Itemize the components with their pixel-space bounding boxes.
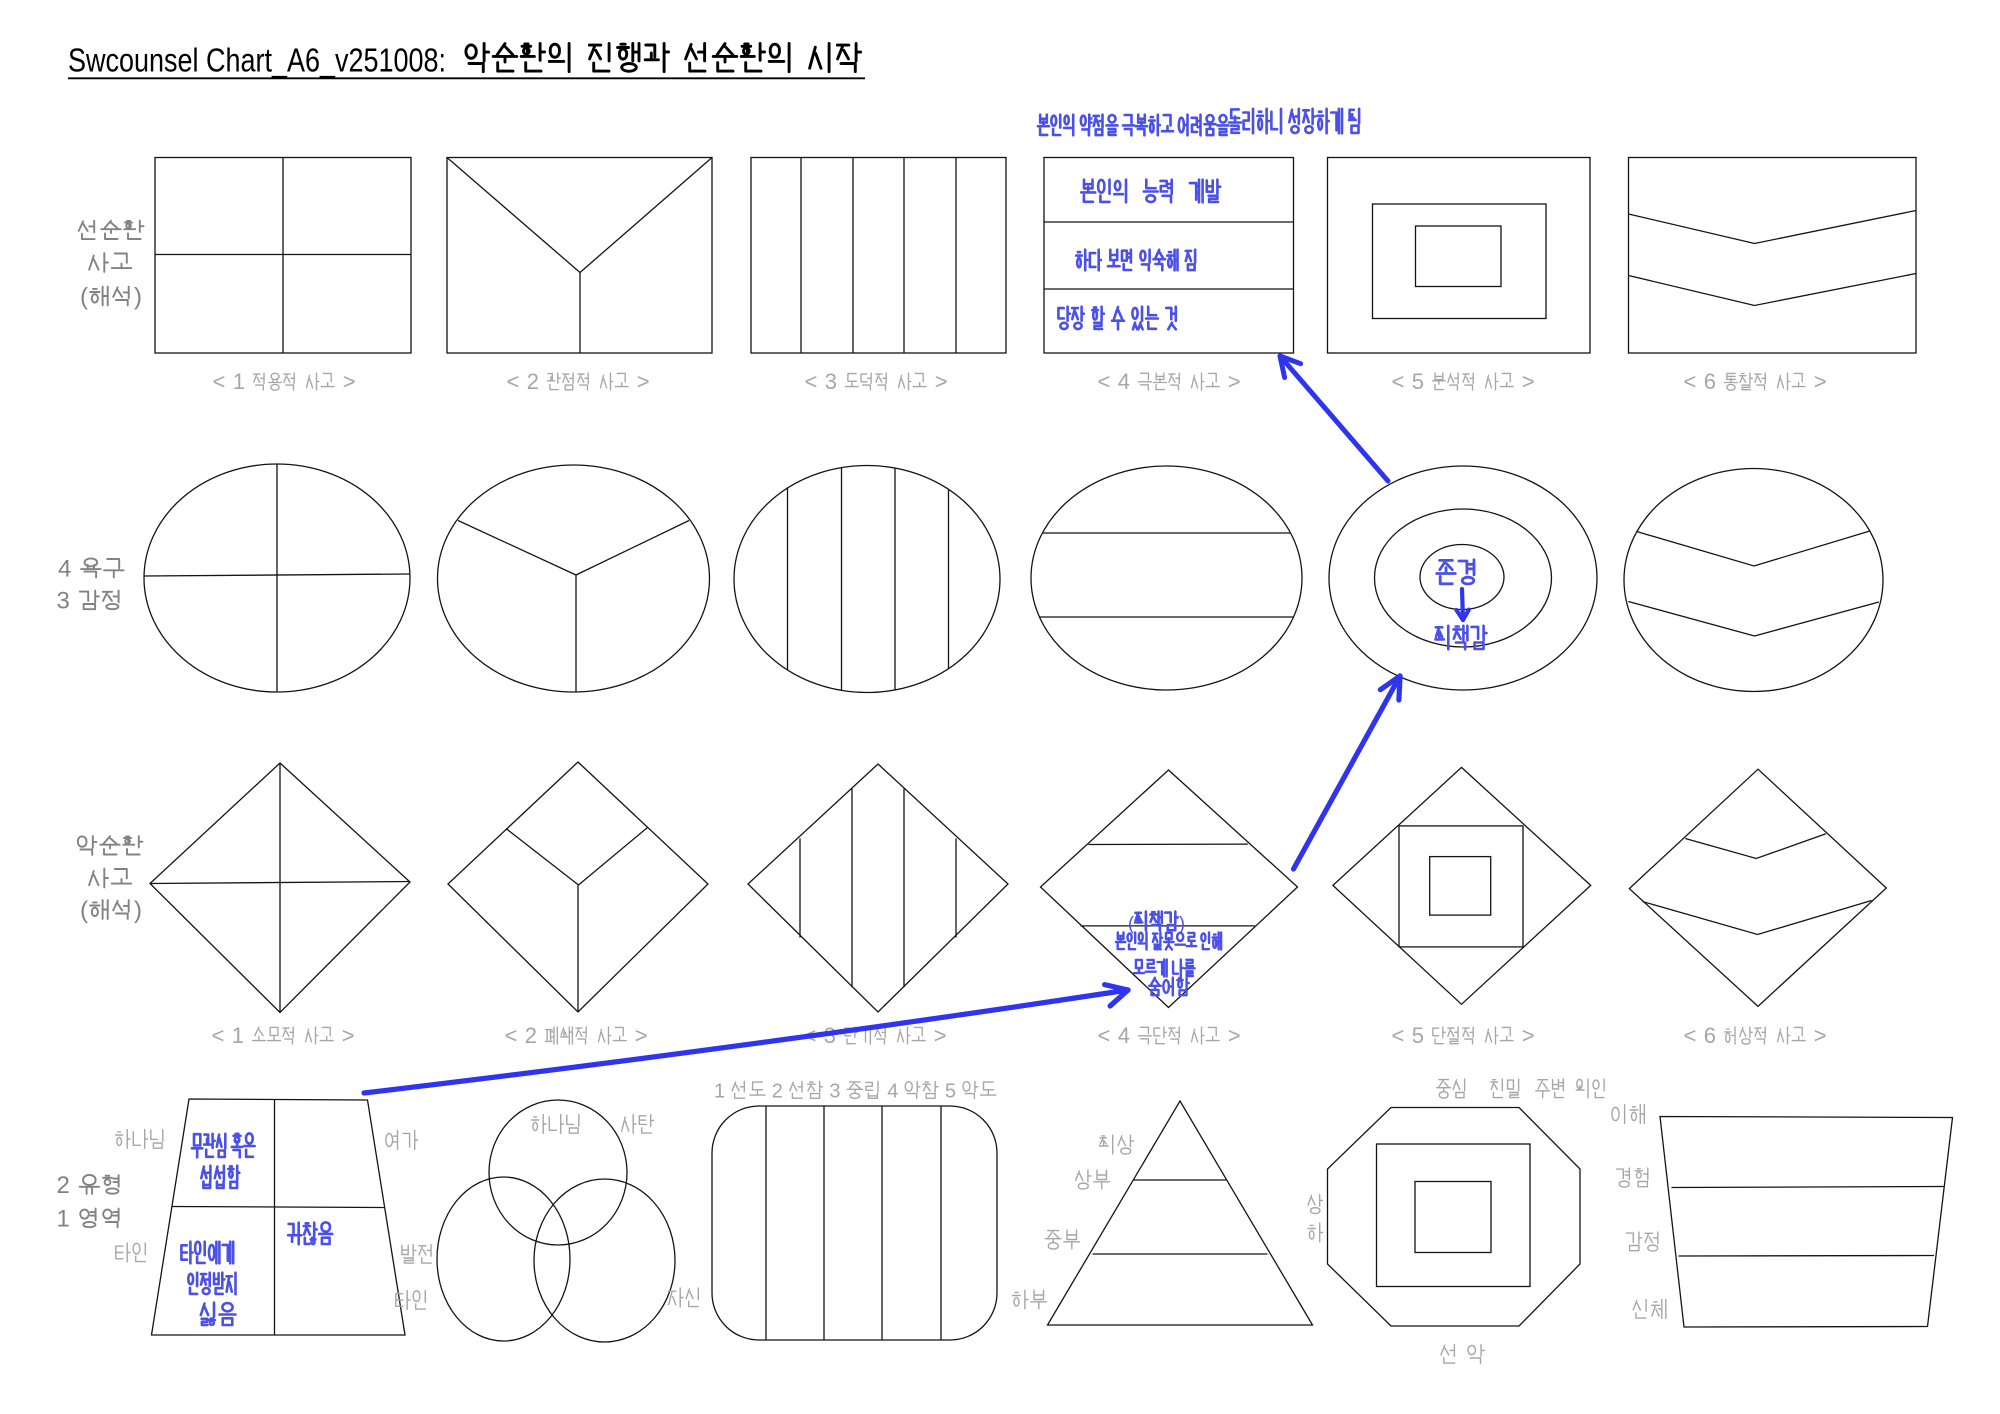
- svg-text:4: 4: [1118, 1023, 1130, 1048]
- svg-text:3: 3: [829, 1081, 840, 1103]
- svg-text:>: >: [637, 369, 650, 394]
- svg-text:<: <: [1392, 369, 1405, 394]
- svg-text:(: (: [80, 284, 88, 311]
- svg-text:2: 2: [527, 369, 539, 394]
- svg-text:(: (: [80, 897, 88, 924]
- svg-text:2: 2: [57, 1172, 70, 1199]
- svg-text:(: (: [1128, 914, 1134, 934]
- svg-text:>: >: [1814, 1023, 1827, 1048]
- svg-text:4: 4: [1118, 369, 1130, 394]
- svg-text:<: <: [1098, 369, 1111, 394]
- svg-text:<: <: [1098, 1023, 1111, 1048]
- svg-text:3: 3: [57, 588, 70, 615]
- svg-text:6: 6: [1704, 369, 1716, 394]
- svg-text:<: <: [1392, 1023, 1405, 1048]
- svg-text:>: >: [1522, 1023, 1535, 1048]
- svg-text:2: 2: [525, 1023, 537, 1048]
- svg-text:1: 1: [57, 1206, 70, 1233]
- svg-text:): ): [134, 897, 142, 924]
- svg-text:<: <: [212, 1023, 225, 1048]
- svg-text:>: >: [342, 1023, 355, 1048]
- svg-text:<: <: [1684, 1023, 1697, 1048]
- svg-text:<: <: [805, 369, 818, 394]
- svg-text:Swcounsel Chart_A6_v251008:: Swcounsel Chart_A6_v251008:: [68, 43, 446, 80]
- svg-text:<: <: [505, 1023, 518, 1048]
- svg-text:4: 4: [58, 556, 71, 583]
- svg-text:>: >: [1228, 1023, 1241, 1048]
- svg-text:>: >: [934, 1023, 947, 1048]
- svg-text:<: <: [507, 369, 520, 394]
- svg-text:3: 3: [825, 369, 837, 394]
- svg-text:>: >: [635, 1023, 648, 1048]
- svg-text:>: >: [1522, 369, 1535, 394]
- svg-text:<: <: [213, 369, 226, 394]
- svg-text:6: 6: [1704, 1023, 1716, 1048]
- svg-text:>: >: [935, 369, 948, 394]
- svg-text:>: >: [343, 369, 356, 394]
- svg-text:>: >: [1228, 369, 1241, 394]
- svg-text:): ): [1179, 914, 1185, 934]
- svg-text:2: 2: [772, 1081, 783, 1103]
- svg-text:5: 5: [1412, 1023, 1424, 1048]
- svg-text:1: 1: [232, 1023, 244, 1048]
- svg-text:1: 1: [233, 369, 245, 394]
- svg-text:<: <: [1684, 369, 1697, 394]
- svg-text:4: 4: [887, 1081, 898, 1103]
- svg-text:5: 5: [945, 1081, 956, 1103]
- svg-text:): ): [134, 284, 142, 311]
- svg-text:5: 5: [1412, 369, 1424, 394]
- svg-text:>: >: [1814, 369, 1827, 394]
- svg-text:1: 1: [714, 1081, 725, 1103]
